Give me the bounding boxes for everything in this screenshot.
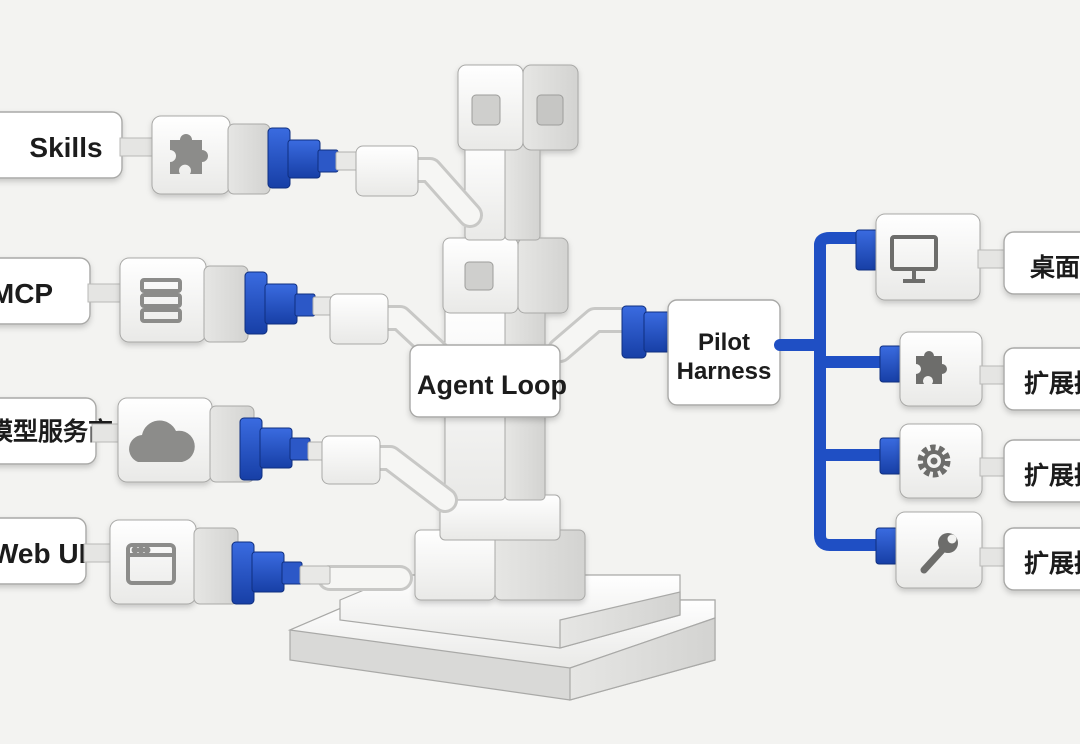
left-row-mcp: MCP [0,257,389,345]
right-row-extension-wrench: 扩展插 [875,511,1080,591]
monitor-icon [890,235,938,283]
puzzle-icon [916,351,947,384]
left-label: Web UI [0,538,86,569]
right-blue-bus [774,232,896,551]
left-row-web-ui: Web UI [0,517,331,605]
right-row-desktop: 桌面 [855,213,1080,301]
wrench-icon [920,533,958,574]
pilot-harness: Pilot Harness [621,299,781,406]
right-row-extension-puzzle: 扩展插 [879,331,1080,411]
right-cable-arm [547,307,643,363]
right-label: 扩展插 [1024,369,1080,398]
hub-label: Agent Loop [417,370,567,400]
left-label: Skills [29,132,102,163]
right-label: 扩展插 [1024,549,1080,578]
left-row-model-provider: 模型服务商 [0,397,381,485]
base-platform [287,574,716,701]
right-row-extension-gear: 扩展插 [879,423,1080,503]
right-label: 扩展插 [1024,461,1080,490]
right-label: 桌面 [1030,253,1080,282]
left-label: MCP [0,278,53,309]
harness-label-line2: Harness [677,358,772,385]
server-icon [140,278,182,323]
browser-window-icon [126,543,176,585]
agent-loop-hub: Agent Loop [409,344,567,418]
central-tower [414,64,586,601]
harness-label-line1: Pilot [698,329,750,356]
puzzle-icon [170,134,208,174]
left-row-skills: Skills [0,111,419,197]
gear-icon [917,444,951,478]
cloud-icon [129,420,195,462]
